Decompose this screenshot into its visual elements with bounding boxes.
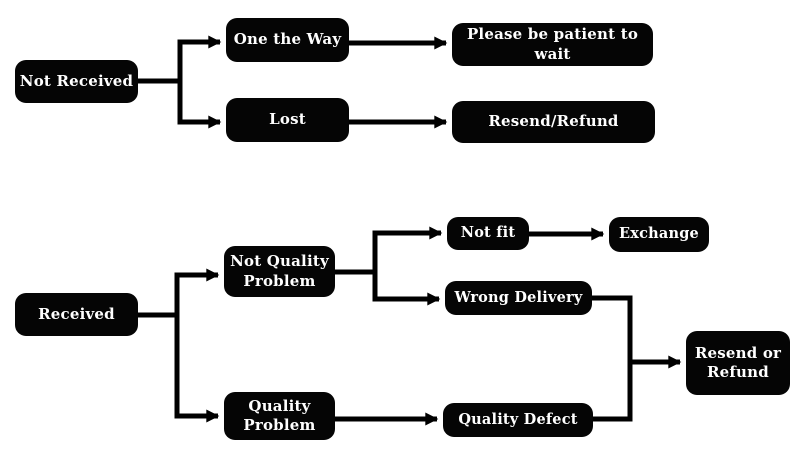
node-not-fit: Not fit (447, 217, 529, 250)
node-quality-defect-label: Quality Defect (458, 410, 578, 428)
node-quality-problem: Quality Problem (224, 392, 335, 440)
node-received: Received (15, 293, 138, 336)
node-resend-or-refund: Resend or Refund (686, 331, 790, 395)
node-received-label: Received (38, 304, 115, 323)
node-lost: Lost (226, 98, 349, 142)
node-not-received: Not Received (15, 60, 138, 103)
node-not-quality-problem-label: Not Quality Problem (230, 252, 329, 290)
node-one-the-way: One the Way (226, 18, 349, 62)
node-one-the-way-label: One the Way (233, 30, 342, 49)
node-exchange: Exchange (609, 217, 709, 252)
node-please-wait-label: Please be patient to wait (466, 25, 639, 63)
node-quality-problem-label: Quality Problem (243, 396, 316, 435)
node-resend-refund-label: Resend/Refund (488, 112, 619, 131)
node-quality-defect: Quality Defect (443, 403, 593, 437)
node-not-quality-problem: Not Quality Problem (224, 246, 335, 297)
node-not-received-label: Not Received (19, 71, 134, 90)
node-resend-refund: Resend/Refund (452, 101, 655, 143)
node-lost-label: Lost (269, 110, 306, 129)
node-resend-or-refund-label: Resend or Refund (694, 343, 782, 382)
node-not-fit-label: Not fit (460, 224, 516, 242)
node-wrong-delivery: Wrong Delivery (445, 281, 592, 315)
node-wrong-delivery-label: Wrong Delivery (454, 288, 583, 306)
node-please-wait: Please be patient to wait (452, 23, 653, 66)
node-exchange-label: Exchange (619, 225, 699, 243)
